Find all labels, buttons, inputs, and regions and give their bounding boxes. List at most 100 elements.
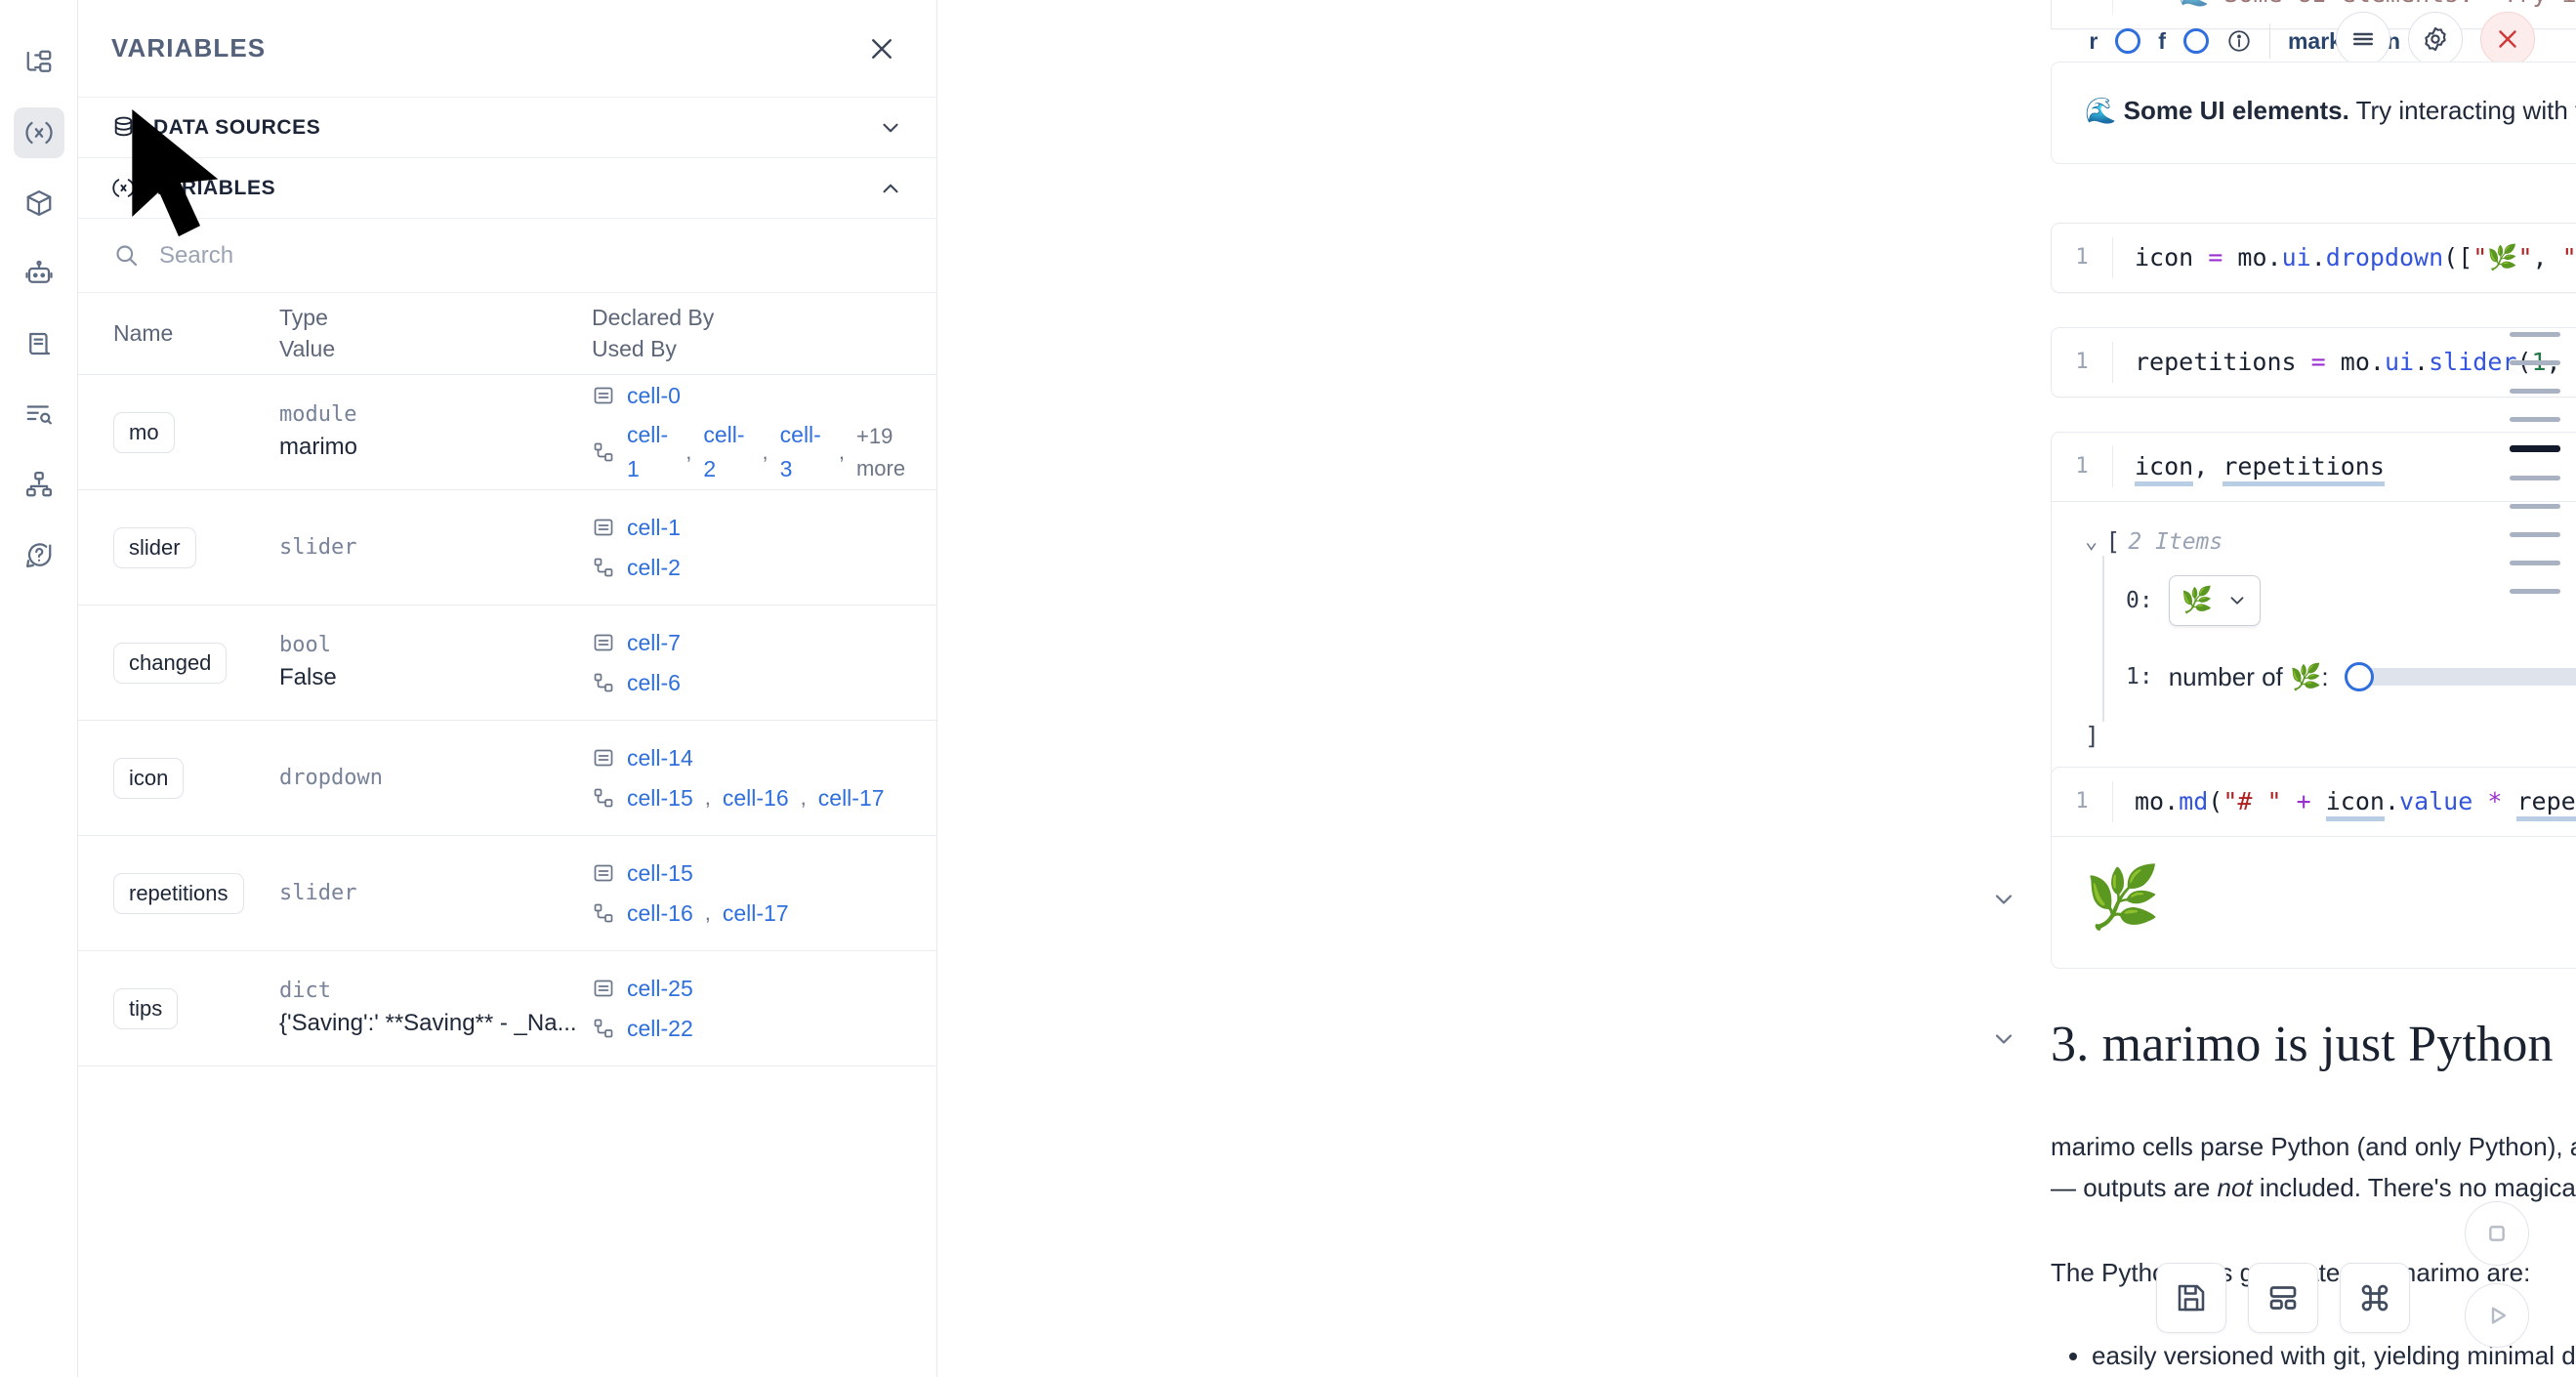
minimap-dash[interactable] <box>2510 589 2560 594</box>
cell-link[interactable]: cell-2 <box>703 422 745 481</box>
variable-name-chip[interactable]: slider <box>113 526 196 568</box>
used-by-line: cell-22 <box>592 1012 936 1046</box>
delete-cell-icon[interactable] <box>2480 12 2535 66</box>
used-by-line: cell-6 <box>592 666 936 700</box>
cell-link[interactable]: cell-17 <box>817 784 885 811</box>
cell-slider[interactable]: 1 repetitions = mo.ui.slider(1, 16, labe… <box>2051 327 2576 397</box>
dropdown-input[interactable]: 🌿 <box>2168 575 2262 626</box>
variable-value: marimo <box>279 434 358 461</box>
file-explorer-icon[interactable] <box>14 37 64 88</box>
minimap-dash[interactable] <box>2510 360 2560 365</box>
item-index: 1: <box>2126 664 2153 689</box>
code-text[interactable]: mo.md("# " + icon.value * repetitions.va… <box>2112 781 2576 822</box>
chat-assistant-icon[interactable] <box>14 248 64 299</box>
doc-paragraph-1b-post: included. There's no magical syntax. <box>2259 1173 2576 1203</box>
cell-link[interactable]: cell-6 <box>627 669 681 695</box>
cell-link[interactable]: cell-0 <box>627 382 681 408</box>
minimap-dash[interactable] <box>2510 504 2560 509</box>
cell-dropdown[interactable]: 1 icon = mo.ui.dropdown(["🌿", "🌊", "✨"],… <box>2051 223 2576 293</box>
command-palette-button[interactable] <box>2340 1263 2410 1333</box>
cell-link[interactable]: cell-3 <box>779 422 821 481</box>
table-row[interactable]: slider slider cell-1 cell-2 <box>78 490 936 605</box>
minimap[interactable] <box>2510 332 2560 594</box>
cell-link[interactable]: cell-15 <box>627 860 693 886</box>
variables-icon[interactable] <box>13 107 64 158</box>
minimap-dash[interactable] <box>2510 532 2560 537</box>
stop-button[interactable] <box>2465 1201 2529 1266</box>
search-input[interactable] <box>159 241 901 270</box>
collapse-chevron-icon[interactable] <box>1990 1025 2017 1053</box>
gear-icon[interactable] <box>2408 12 2463 66</box>
minimap-dash[interactable] <box>2510 417 2560 422</box>
cell-display[interactable]: 1 icon, repetitions ⌄ [ 2 Items 0: 🌿 <box>2051 432 2576 784</box>
slider-knob[interactable] <box>2344 662 2374 691</box>
minimap-dash[interactable] <box>2510 445 2560 452</box>
packages-icon[interactable] <box>14 178 64 229</box>
more-label[interactable]: +19 more <box>855 423 906 480</box>
minimap-dash[interactable] <box>2510 561 2560 565</box>
outline-icon[interactable] <box>14 389 64 439</box>
run-button[interactable] <box>2465 1283 2529 1348</box>
code-text[interactable]: repetitions = mo.ui.slider(1, 16, label=… <box>2112 342 2576 383</box>
cell-link[interactable]: cell-15 <box>627 784 693 811</box>
list-output-header[interactable]: ⌄ [ 2 Items <box>2085 527 2576 556</box>
cell-icon <box>592 384 615 407</box>
declared-by-line: cell-1 <box>592 511 936 545</box>
search-row[interactable] <box>78 219 936 293</box>
variable-type: bool <box>279 633 331 658</box>
cell-link[interactable]: cell-2 <box>627 554 681 580</box>
section-variables[interactable]: VARIABLES <box>78 158 936 219</box>
used-by-line: cell-2 <box>592 551 936 585</box>
cell-link[interactable]: cell-16 <box>722 784 789 811</box>
minimap-dash[interactable] <box>2510 476 2560 480</box>
used-by-line: cell-1, cell-2, cell-3, +19 more <box>592 418 936 485</box>
cell-link[interactable]: cell-1 <box>627 422 669 481</box>
cell-link[interactable]: cell-1 <box>627 515 681 540</box>
cell-link[interactable]: cell-7 <box>627 630 681 655</box>
variable-name-chip[interactable]: repetitions <box>113 872 244 914</box>
cell-link[interactable]: cell-25 <box>627 976 693 1001</box>
declared-by-line: cell-7 <box>592 626 936 660</box>
info-icon[interactable] <box>2226 28 2252 54</box>
list-output: ⌄ [ 2 Items 0: 🌿 <box>2085 527 2576 750</box>
cell-link[interactable]: cell-22 <box>627 1015 693 1041</box>
cell-link[interactable]: cell-17 <box>722 899 789 926</box>
f-toggle[interactable] <box>2182 28 2209 54</box>
save-button[interactable] <box>2156 1263 2226 1333</box>
variable-name-chip[interactable]: mo <box>113 411 175 453</box>
variable-name-chip[interactable]: changed <box>113 642 228 684</box>
section-data-sources[interactable]: DATA SOURCES <box>78 98 936 158</box>
collapse-chevron-icon[interactable] <box>1990 886 2017 913</box>
page-title: 3. marimo is just Python <box>2051 1017 2554 1072</box>
cell-md-output[interactable]: 1 mo.md("# " + icon.value * repetitions.… <box>1995 767 2576 970</box>
close-icon[interactable] <box>860 27 903 70</box>
cell-link[interactable]: cell-14 <box>627 745 693 771</box>
md-rest: Try interacting with the below elements. <box>2355 96 2576 125</box>
toolbar-r-label: r <box>2089 27 2098 54</box>
r-toggle[interactable] <box>2115 28 2141 54</box>
variable-name-chip[interactable]: icon <box>113 757 185 799</box>
variables-panel: VARIABLES DATA SOURCES VARIABLES <box>78 0 937 1377</box>
scratchpad-icon[interactable] <box>14 318 64 369</box>
minimap-dash[interactable] <box>2510 332 2560 337</box>
menu-icon[interactable] <box>2336 12 2390 66</box>
dependency-graph-icon[interactable] <box>14 459 64 510</box>
code-text[interactable]: icon = mo.ui.dropdown(["🌿", "🌊", "✨"], v… <box>2112 237 2576 278</box>
chevron-down-icon[interactable]: ⌄ <box>2085 529 2098 554</box>
help-icon[interactable] <box>14 529 64 580</box>
panel-title: VARIABLES <box>111 33 267 63</box>
cell-link[interactable]: cell-16 <box>627 899 693 926</box>
code-text[interactable]: icon, repetitions <box>2112 446 2576 487</box>
slider-input[interactable] <box>2344 662 2576 691</box>
minimap-dash[interactable] <box>2510 389 2560 394</box>
layout-button[interactable] <box>2248 1263 2318 1333</box>
variable-type: slider <box>279 534 357 560</box>
variable-name-chip[interactable]: tips <box>113 987 179 1029</box>
